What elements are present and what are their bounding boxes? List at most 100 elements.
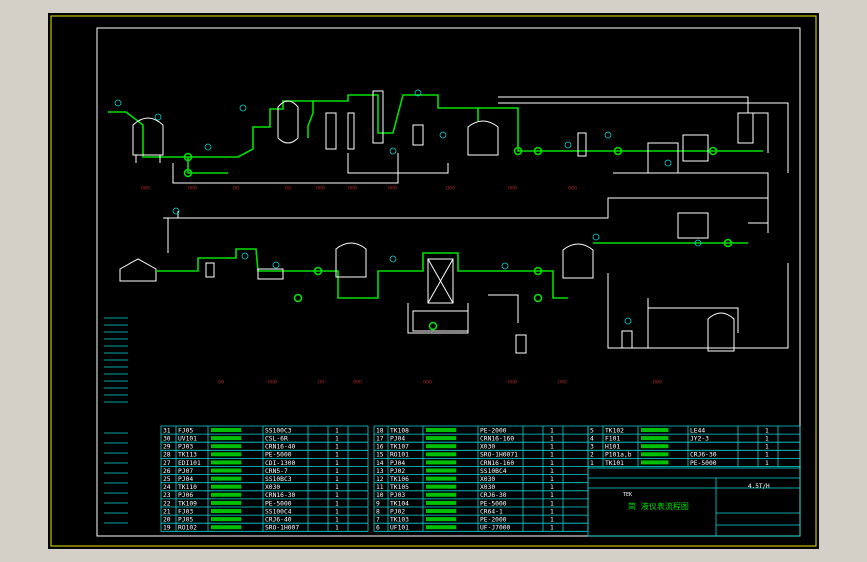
table-cell-name [211, 509, 242, 513]
top-process-section [108, 90, 789, 224]
table-cell-no: 18 [376, 427, 384, 434]
svg-text:○○○: ○○○ [348, 185, 357, 191]
svg-text:○○○: ○○○ [268, 379, 277, 385]
table-cell-spec: LE44 [690, 427, 705, 434]
table-cell-tag: TK107 [390, 444, 409, 451]
table-cell-spec: JY2-3 [690, 436, 709, 443]
table-cell-no: 28 [163, 452, 171, 459]
svg-text:○○○: ○○○ [568, 185, 577, 191]
table-cell-no: 25 [163, 476, 171, 483]
table-cell-qty: 1 [550, 476, 554, 483]
table-cell-spec: CRJ6-30 [690, 452, 717, 459]
svg-text:○○○: ○○○ [188, 185, 197, 191]
inner-frame [96, 27, 801, 537]
table-cell-name [641, 444, 669, 449]
table-cell-no: 1 [590, 460, 594, 467]
table-cell-name [426, 452, 457, 457]
table-cell-no: 2 [590, 452, 594, 459]
table-cell-spec: CRN16-40 [265, 444, 296, 451]
table-cell-spec: SS10BC4 [480, 468, 507, 475]
table-cell-tag: RO102 [178, 525, 197, 532]
table-cell-name [426, 444, 457, 449]
table-cell-no: 11 [376, 484, 384, 491]
table-cell-tag: TK104 [390, 500, 409, 507]
table-cell-no: 7 [376, 517, 380, 524]
table-cell-spec: CR64-1 [480, 508, 503, 515]
flow-rate: 4.5T/H [748, 483, 770, 490]
table-cell-tag: UF101 [390, 525, 409, 532]
table-cell-qty: 1 [335, 468, 339, 475]
table-cell-tag: PJ03 [390, 492, 405, 499]
table-cell-no: 3 [590, 444, 594, 451]
table-cell-qty: 1 [335, 492, 339, 499]
table-cell-name [426, 509, 457, 513]
table-cell-tag: PJ04 [178, 476, 193, 483]
table-cell-qty: 1 [765, 427, 769, 434]
table-cell-name [211, 525, 242, 530]
table-cell-no: 19 [163, 525, 171, 532]
table-cell-qty: 1 [335, 484, 339, 491]
svg-text:○○○: ○○○ [653, 379, 662, 385]
middle-process-section [119, 197, 769, 354]
table-cell-name [426, 484, 457, 489]
table-cell-qty: 1 [335, 476, 339, 483]
table-cell-tag: UV101 [178, 436, 197, 443]
svg-text:○○○: ○○○ [353, 379, 362, 385]
table-cell-tag: TK108 [390, 427, 409, 434]
table-cell-tag: PJ05 [178, 517, 193, 524]
table-cell-no: 24 [163, 484, 171, 491]
table-cell-no: 23 [163, 492, 171, 499]
table-cell-spec: PE-2000 [480, 517, 507, 524]
table-cell-qty: 1 [550, 436, 554, 443]
table-cell-qty: 1 [550, 517, 554, 524]
stream-labels: ○○○○○○ ○○○○ ○○○○○○ ○○○○○○ ○○○○○○ ○○○○○ ○… [141, 185, 662, 385]
outer-frame [50, 15, 817, 547]
table-cell-spec: CRN16-30 [265, 492, 296, 499]
table-cell-name [211, 444, 242, 449]
table-cell-spec: SS10BC3 [265, 476, 292, 483]
table-cell-qty: 1 [550, 427, 554, 434]
table-cell-spec: X030 [265, 484, 280, 491]
table-cell-no: 12 [376, 476, 384, 483]
table-cell-spec: CDI-1300 [265, 460, 296, 467]
svg-text:○○: ○○ [233, 185, 239, 191]
process-flow-diagram: ○○○○○○ ○○○○ ○○○○○○ ○○○○○○ ○○○○○○ ○○○○○ ○… [50, 15, 817, 547]
table-cell-name [426, 492, 457, 497]
table-cell-name [211, 500, 242, 505]
table-cell-qty: 1 [335, 508, 339, 515]
table-cell-qty: 1 [335, 500, 339, 507]
table-cell-qty: 1 [335, 444, 339, 451]
table-cell-no: 13 [376, 468, 384, 475]
table-cell-no: 14 [376, 460, 384, 467]
table-cell-name [426, 517, 457, 522]
table-cell-no: 10 [376, 492, 384, 499]
table-cell-no: 8 [376, 508, 380, 515]
table-cell-qty: 1 [335, 427, 339, 434]
table-cell-name [426, 476, 457, 481]
svg-text:○○: ○○ [318, 379, 324, 385]
table-cell-no: 6 [376, 525, 380, 532]
table-cell-qty: 1 [550, 452, 554, 459]
table-cell-name [211, 468, 242, 473]
table-cell-no: 20 [163, 517, 171, 524]
table-cell-tag: TK102 [605, 427, 624, 434]
legend [104, 317, 128, 524]
svg-text:○○○: ○○○ [508, 379, 517, 385]
table-cell-spec: PE-5000 [265, 500, 292, 507]
table-cell-tag: TK113 [178, 452, 197, 459]
table-cell-spec: UF-J7000 [480, 525, 511, 532]
table-cell-name [641, 460, 669, 465]
table-cell-spec: PE-5000 [480, 500, 507, 507]
table-cell-spec: PE-2000 [480, 427, 507, 434]
table-cell-spec: PE-5000 [265, 452, 292, 459]
table-cell-spec: PE-5000 [690, 460, 717, 467]
table-cell-tag: PJ04 [390, 436, 405, 443]
svg-text:○○○: ○○○ [141, 185, 150, 191]
table-cell-no: 31 [163, 427, 171, 434]
svg-text:○○○: ○○○ [558, 379, 567, 385]
table-cell-qty: 1 [550, 460, 554, 467]
table-cell-tag: FJ03 [178, 508, 193, 515]
table-cell-name [426, 500, 457, 505]
table-cell-no: 26 [163, 468, 171, 475]
table-cell-no: 27 [163, 460, 171, 467]
